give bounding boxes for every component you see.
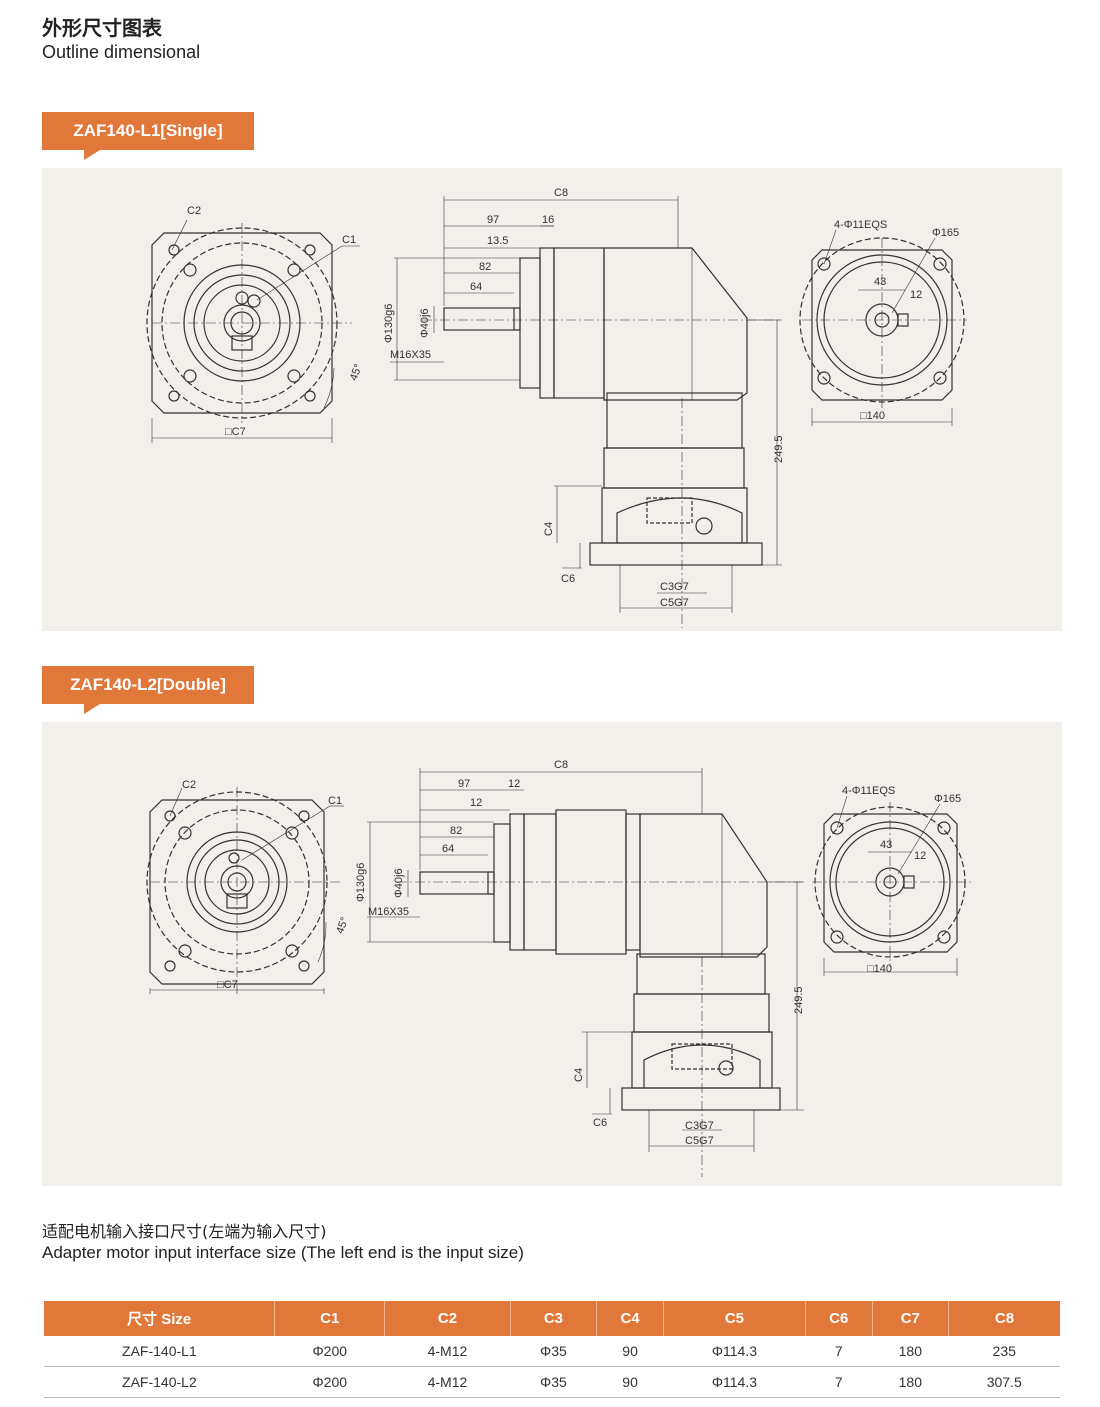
label-c3: C3G7 [660,581,689,593]
label2-phi130: Φ130g6 [355,863,367,902]
label-c7: □C7 [225,426,246,438]
table-cell: 7 [805,1336,873,1367]
label-c8: C8 [554,187,568,199]
label2-c4: C4 [573,1068,585,1082]
label2-angle: 45° [334,916,351,936]
label-249-5: 249.5 [773,435,785,463]
table-cell: 90 [596,1366,664,1398]
col-c3: C3 [510,1301,598,1336]
table-cell: Φ200 [274,1336,385,1367]
col-c1: C1 [274,1301,386,1336]
label-13-5: 13.5 [487,235,508,247]
label2-sq140: □140 [867,963,892,975]
label2-phi40: Φ40j6 [393,868,405,898]
adapter-title-en: Adapter motor input interface size (The … [42,1243,524,1262]
table-cell: 4-M12 [384,1336,511,1367]
table-cell: Φ35 [510,1336,597,1367]
table-cell: ZAF-140-L1 [44,1336,275,1367]
label2-c3: C3G7 [685,1120,714,1132]
label-c1: C1 [342,234,356,246]
adapter-title-cn: 适配电机输入接口尺寸(左端为输入尺寸) [42,1222,327,1241]
label2-97: 97 [458,778,470,790]
label-holes: 4-Φ11EQS [834,219,887,231]
label-c6: C6 [561,573,575,585]
size-table: 尺寸 Size C1 C2 C3 C4 C5 C6 C7 C8 ZAF-140-… [44,1301,1060,1398]
label-sq140: □140 [860,410,885,422]
col-c8: C8 [948,1301,1060,1336]
table-cell: Φ35 [510,1366,597,1398]
technical-drawing-double: C2 C1 □C7 45° C8 97 12 12 82 64 Φ130g6 Φ… [146,759,972,1177]
label2-phi165: Φ165 [934,793,961,805]
col-c4: C4 [596,1301,664,1336]
label-16: 16 [542,214,554,226]
table-cell: ZAF-140-L2 [44,1366,275,1398]
table-cell: 4-M12 [384,1366,511,1398]
label2-249-5: 249.5 [793,986,805,1014]
label2-c5: C5G7 [685,1135,714,1147]
drawing-panel-double: C2 C1 □C7 45° C8 97 12 12 82 64 Φ130g6 Φ… [42,722,1062,1186]
col-c6: C6 [805,1301,873,1336]
table-cell: 7 [805,1366,873,1398]
label2-43: 43 [880,839,892,851]
col-c5: C5 [663,1301,806,1336]
label2-holes: 4-Φ11EQS [842,785,895,797]
side-view-2 [367,768,804,1177]
drawing-panel-single: C2 C1 □C7 45° C8 97 16 13.5 82 64 Φ130g6… [42,168,1062,631]
label2-c6: C6 [593,1117,607,1129]
label-c4: C4 [543,522,555,536]
label2-c2: C2 [182,779,196,791]
col-size: 尺寸 Size [44,1301,276,1336]
model-tag-double: ZAF140-L2[Double] [42,666,254,714]
label2-12: 12 [914,850,926,862]
label2-c8: C8 [554,759,568,771]
label2-c7: □C7 [217,979,238,991]
label-phi40: Φ40j6 [419,308,431,338]
rear-view [799,229,967,426]
label2-c1: C1 [328,795,342,807]
label-12: 12 [910,289,922,301]
label-64: 64 [470,281,482,293]
table-cell: Φ114.3 [663,1366,806,1398]
label-angle: 45° [348,363,365,383]
col-c2: C2 [384,1301,511,1336]
table-row: ZAF-140-L2 Φ200 4-M12 Φ35 90 Φ114.3 7 18… [44,1366,1060,1398]
label2-12b: 12 [470,797,482,809]
label2-12a: 12 [508,778,520,790]
table-cell: 235 [948,1336,1060,1367]
label-97: 97 [487,214,499,226]
table-cell: 180 [872,1336,949,1367]
label-m16: M16X35 [390,349,431,361]
table-cell: Φ200 [274,1366,385,1398]
page-title-cn: 外形尺寸图表 [42,16,162,40]
table-cell: Φ114.3 [663,1336,806,1367]
rear-view-2 [812,795,972,976]
label-phi130: Φ130g6 [383,304,395,343]
label2-64: 64 [442,843,454,855]
label-c5: C5G7 [660,597,689,609]
front-view [146,219,360,443]
page-title-en: Outline dimensional [42,42,201,62]
label-82: 82 [479,261,491,273]
front-view-2 [146,787,344,994]
label2-m16: M16X35 [368,906,409,918]
label-43: 43 [874,276,886,288]
table-row: ZAF-140-L1 Φ200 4-M12 Φ35 90 Φ114.3 7 18… [44,1336,1060,1367]
col-c7: C7 [872,1301,949,1336]
label-c2: C2 [187,205,201,217]
label2-82: 82 [450,825,462,837]
table-cell: 180 [872,1366,949,1398]
table-header-row: 尺寸 Size C1 C2 C3 C4 C5 C6 C7 C8 [44,1301,1060,1336]
table-cell: 90 [596,1336,664,1367]
label-phi165: Φ165 [932,227,959,239]
technical-drawing-single: C2 C1 □C7 45° C8 97 16 13.5 82 64 Φ130g6… [146,187,967,628]
table-cell: 307.5 [948,1366,1060,1398]
model-tag-single: ZAF140-L1[Single] [42,112,254,160]
side-view [390,196,782,628]
